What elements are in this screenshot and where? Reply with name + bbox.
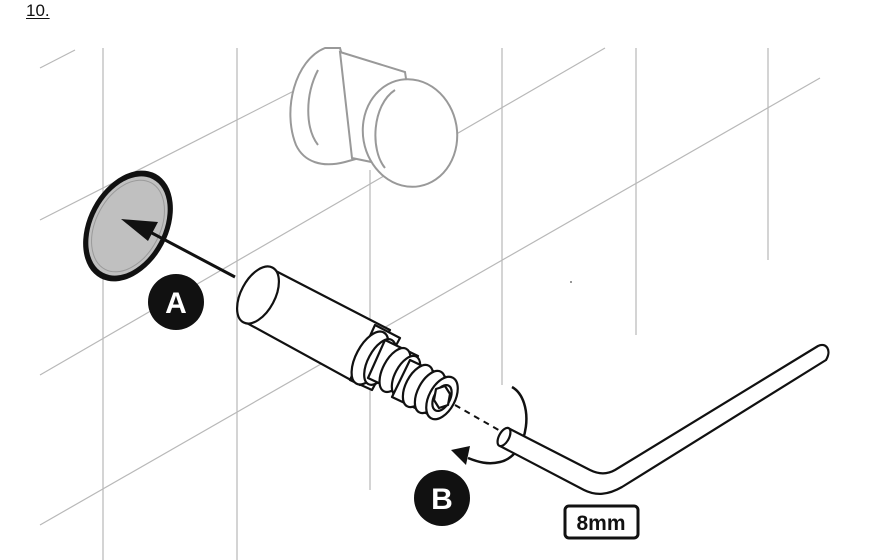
callout-a-badge: A xyxy=(148,274,204,330)
callout-a-label: A xyxy=(165,287,187,320)
step-number: 10. xyxy=(26,1,50,20)
arrow-a-icon xyxy=(121,219,236,279)
wrench-size-label: 8mm xyxy=(576,512,625,535)
marker-dot xyxy=(570,281,572,283)
alignment-dashed-line xyxy=(454,404,503,433)
hex-key xyxy=(496,343,830,495)
wrench-size-tag: 8mm xyxy=(563,504,640,540)
callout-b-label: B xyxy=(431,483,453,516)
wall-handle xyxy=(289,47,459,188)
valve-cartridge xyxy=(235,265,459,421)
cap-disc xyxy=(83,170,173,282)
wall-tile-grid xyxy=(39,47,821,560)
rotation-arrow-b-icon xyxy=(451,385,528,465)
callout-b-badge: B xyxy=(414,470,470,526)
